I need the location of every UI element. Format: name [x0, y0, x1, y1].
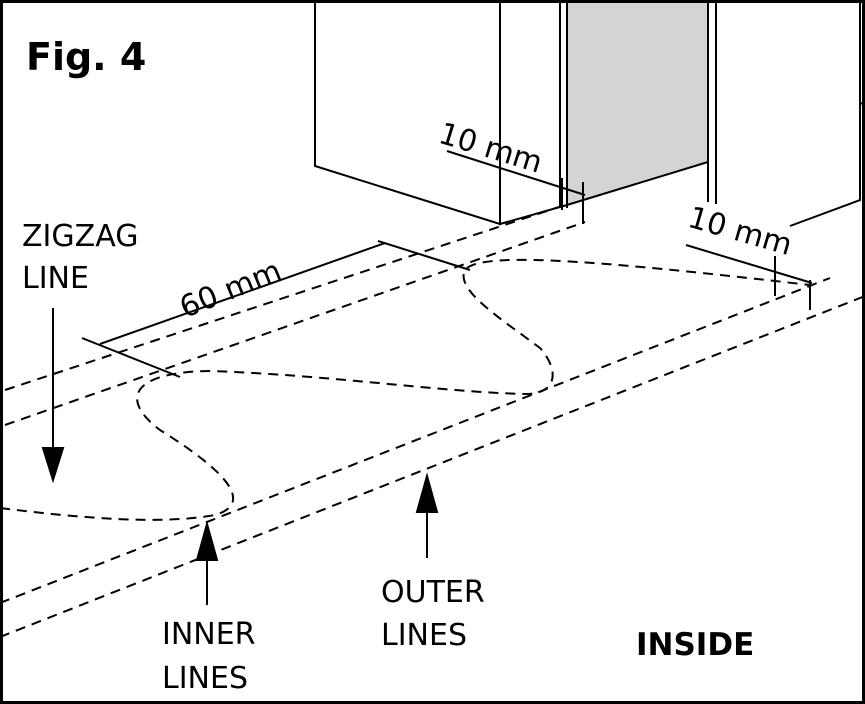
- pointer-arrows: [41, 308, 439, 605]
- inner-lines-label-line1: INNER: [162, 617, 256, 652]
- inner-arrow-head: [195, 520, 219, 561]
- cabinet-left-panel: [314, 0, 501, 226]
- inner-line-front: [4, 221, 586, 426]
- outer-lines-label-line1: OUTER: [381, 575, 485, 610]
- outer-line-back: [0, 277, 831, 604]
- outer-lines-label-line2: LINES: [381, 618, 468, 653]
- outer-line-front: [0, 295, 865, 638]
- cabinet-assembly: [314, 0, 865, 227]
- dim-10mm-right-line: [685, 244, 813, 284]
- dim-60mm-tick-right: [377, 240, 471, 271]
- zigzag-line: [0, 258, 811, 521]
- zigzag-arrow-head: [41, 447, 65, 484]
- dim-60mm-tick-left: [81, 337, 181, 378]
- floor-lines: [0, 204, 865, 638]
- zigzag-label-line2: LINE: [22, 261, 89, 296]
- dimension-lines: [81, 150, 813, 378]
- cabinet-right-panel: [716, 0, 861, 227]
- inner-lines-label-line2: LINES: [162, 661, 249, 696]
- figure-title: Fig. 4: [26, 35, 147, 79]
- door-edge-shaded: [566, 0, 709, 207]
- zigzag-label-line1: ZIGZAG: [22, 219, 139, 254]
- dim-60mm-line: [99, 242, 386, 345]
- door-left-edge: [499, 0, 568, 226]
- inside-label: INSIDE: [636, 627, 755, 663]
- inner-line-back: [4, 204, 566, 391]
- outer-arrow-head: [415, 472, 439, 513]
